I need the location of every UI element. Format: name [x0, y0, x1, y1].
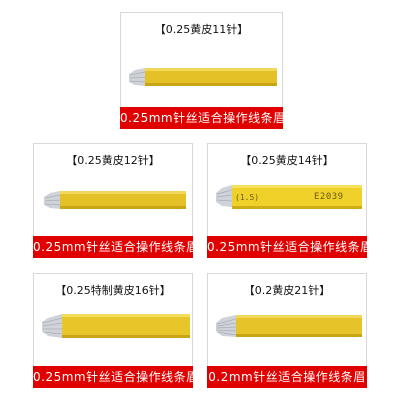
product-caption-banner: 0.25mm针丝适合操作线条眉	[120, 107, 285, 129]
product-title: 【0.2黄皮21针】	[243, 284, 331, 297]
blade-image	[129, 66, 277, 88]
product-title: 【0.25黄皮11针】	[154, 23, 249, 36]
blade-image: (1.5) E2039	[216, 181, 362, 213]
product-card-16-needle[interactable]: 【0.25特制黄皮16针】 0.25mm针丝适合操作线条眉	[33, 273, 198, 388]
product-caption-banner: 0.25mm针丝适合操作线条眉	[33, 236, 198, 258]
product-title: 【0.25黄皮14针】	[240, 154, 334, 167]
blade-print-size: (1.5)	[235, 193, 260, 202]
product-title: 【0.25黄皮12针】	[66, 154, 160, 167]
product-caption-banner: 0.25mm针丝适合操作线条眉	[33, 366, 198, 388]
product-card-21-needle[interactable]: 【0.2黄皮21针】 0.2mm针丝适合操作线条眉	[207, 273, 367, 388]
product-caption-banner: 0.2mm针丝适合操作线条眉	[207, 366, 367, 388]
product-caption-banner: 0.25mm针丝适合操作线条眉	[207, 236, 372, 258]
blade-image	[216, 311, 362, 341]
product-card-11-needle[interactable]: 【0.25黄皮11针】 0.25mm针丝适合操作线条眉	[120, 12, 285, 129]
blade-print-code: E2039	[314, 192, 344, 202]
product-card-12-needle[interactable]: 【0.25黄皮12针】 0.25mm针丝适合操作线条眉	[33, 143, 198, 258]
product-title: 【0.25特制黄皮16针】	[55, 284, 171, 297]
blade-image	[44, 188, 186, 212]
blade-image	[42, 311, 190, 341]
product-card-14-needle[interactable]: 【0.25黄皮14针】 (1.5) E2039 0.25mm针丝适合操作线条眉	[207, 143, 372, 258]
